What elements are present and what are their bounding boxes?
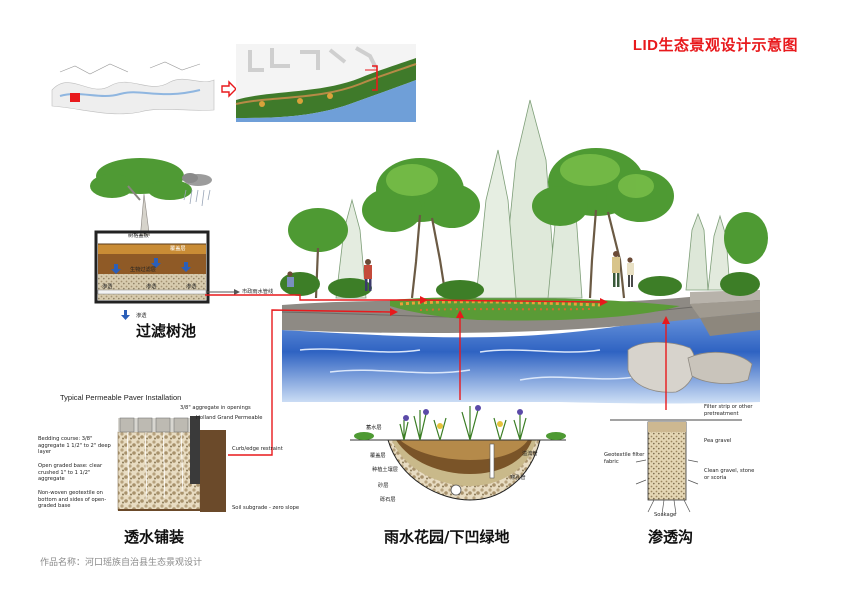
map-zoom-arrow [221,80,237,98]
paver-label-subgrade: Soil subgrade - zero slope [232,505,300,511]
rain-garden-label-pipe: 穿孔管 [510,475,526,481]
caption-permeable-paving: 透水铺装 [124,528,185,546]
tree-pit-label-drain-left: 渗透 [102,284,113,290]
trench-label-soakage: Soakage [654,512,677,518]
paver-label-curb: Curb/edge restraint [232,446,283,452]
paver-label-aggregate: 3/8" aggregate in openings [180,405,251,411]
rain-garden-label-mulch: 覆盖层 [370,453,386,459]
infiltration-trench-diagram [610,419,742,515]
caption-rain-garden: 雨水花园/下凹绿地 [384,528,510,546]
aerial-plan-zoom [235,44,417,122]
rain-garden-label-sand: 砂层 [378,483,389,489]
tree-pit-label-drain-mid: 渗透 [146,284,157,290]
rain-garden-label-gravel: 砾石层 [380,497,396,503]
people-figures [287,251,634,291]
rain-garden-label-plants: 蓄水层 [366,425,382,431]
landscape-perspective [280,99,768,404]
paver-label-geotextile: Non-woven geotextile on bottom and sides… [38,490,107,509]
paver-label-product: Holland Grand Permeable [196,415,263,421]
tree-pit-label-cover: 树格盖板 [128,233,149,239]
caption-tree-pit: 过滤树池 [136,322,197,340]
permeable-paver-diagram [117,416,226,512]
tree-pit-label-drain-right: 渗透 [186,284,197,290]
red-connector-lines [205,294,667,456]
footer-project-name: 作品名称：河口瑶族自治县生态景观设计 [40,558,203,568]
caption-infiltration-trench: 渗透沟 [648,528,694,546]
tree-pit-label-seep: 渗透 [136,313,147,319]
page-title: LID生态景观设计示意图 [632,37,798,54]
tree-pit-label-soil: 生物过滤层 [130,267,156,273]
trench-label-clean-gravel: Clean gravel, stone or scoria [704,468,755,481]
paver-heading: Typical Permeable Paver Installation [60,393,182,402]
tree-pit-label-mulch: 覆盖层 [170,246,186,252]
trench-label-pea-gravel: Pea gravel [704,438,732,444]
trench-label-filter: Filter strip or other pretreatment [704,404,753,417]
red-arrowheads [390,296,670,324]
site-map-thumbnail [48,60,216,118]
rain-garden-label-overflow: 溢流管 [522,451,538,457]
trench-label-geotextile: Geotextile filter fabric [604,452,645,465]
tree-pit-diagram [90,158,240,320]
paver-label-bedding: Bedding course: 3/8" aggregate 1 1/2" to… [38,436,111,455]
rain-garden-label-soil: 种植土壤层 [372,467,398,473]
rain-garden-diagram [350,405,566,501]
tree-pit-label-outflow: 市政雨水管线 [242,289,274,295]
paver-label-base: Open graded base: clear crushed 1" to 1 … [38,463,103,482]
